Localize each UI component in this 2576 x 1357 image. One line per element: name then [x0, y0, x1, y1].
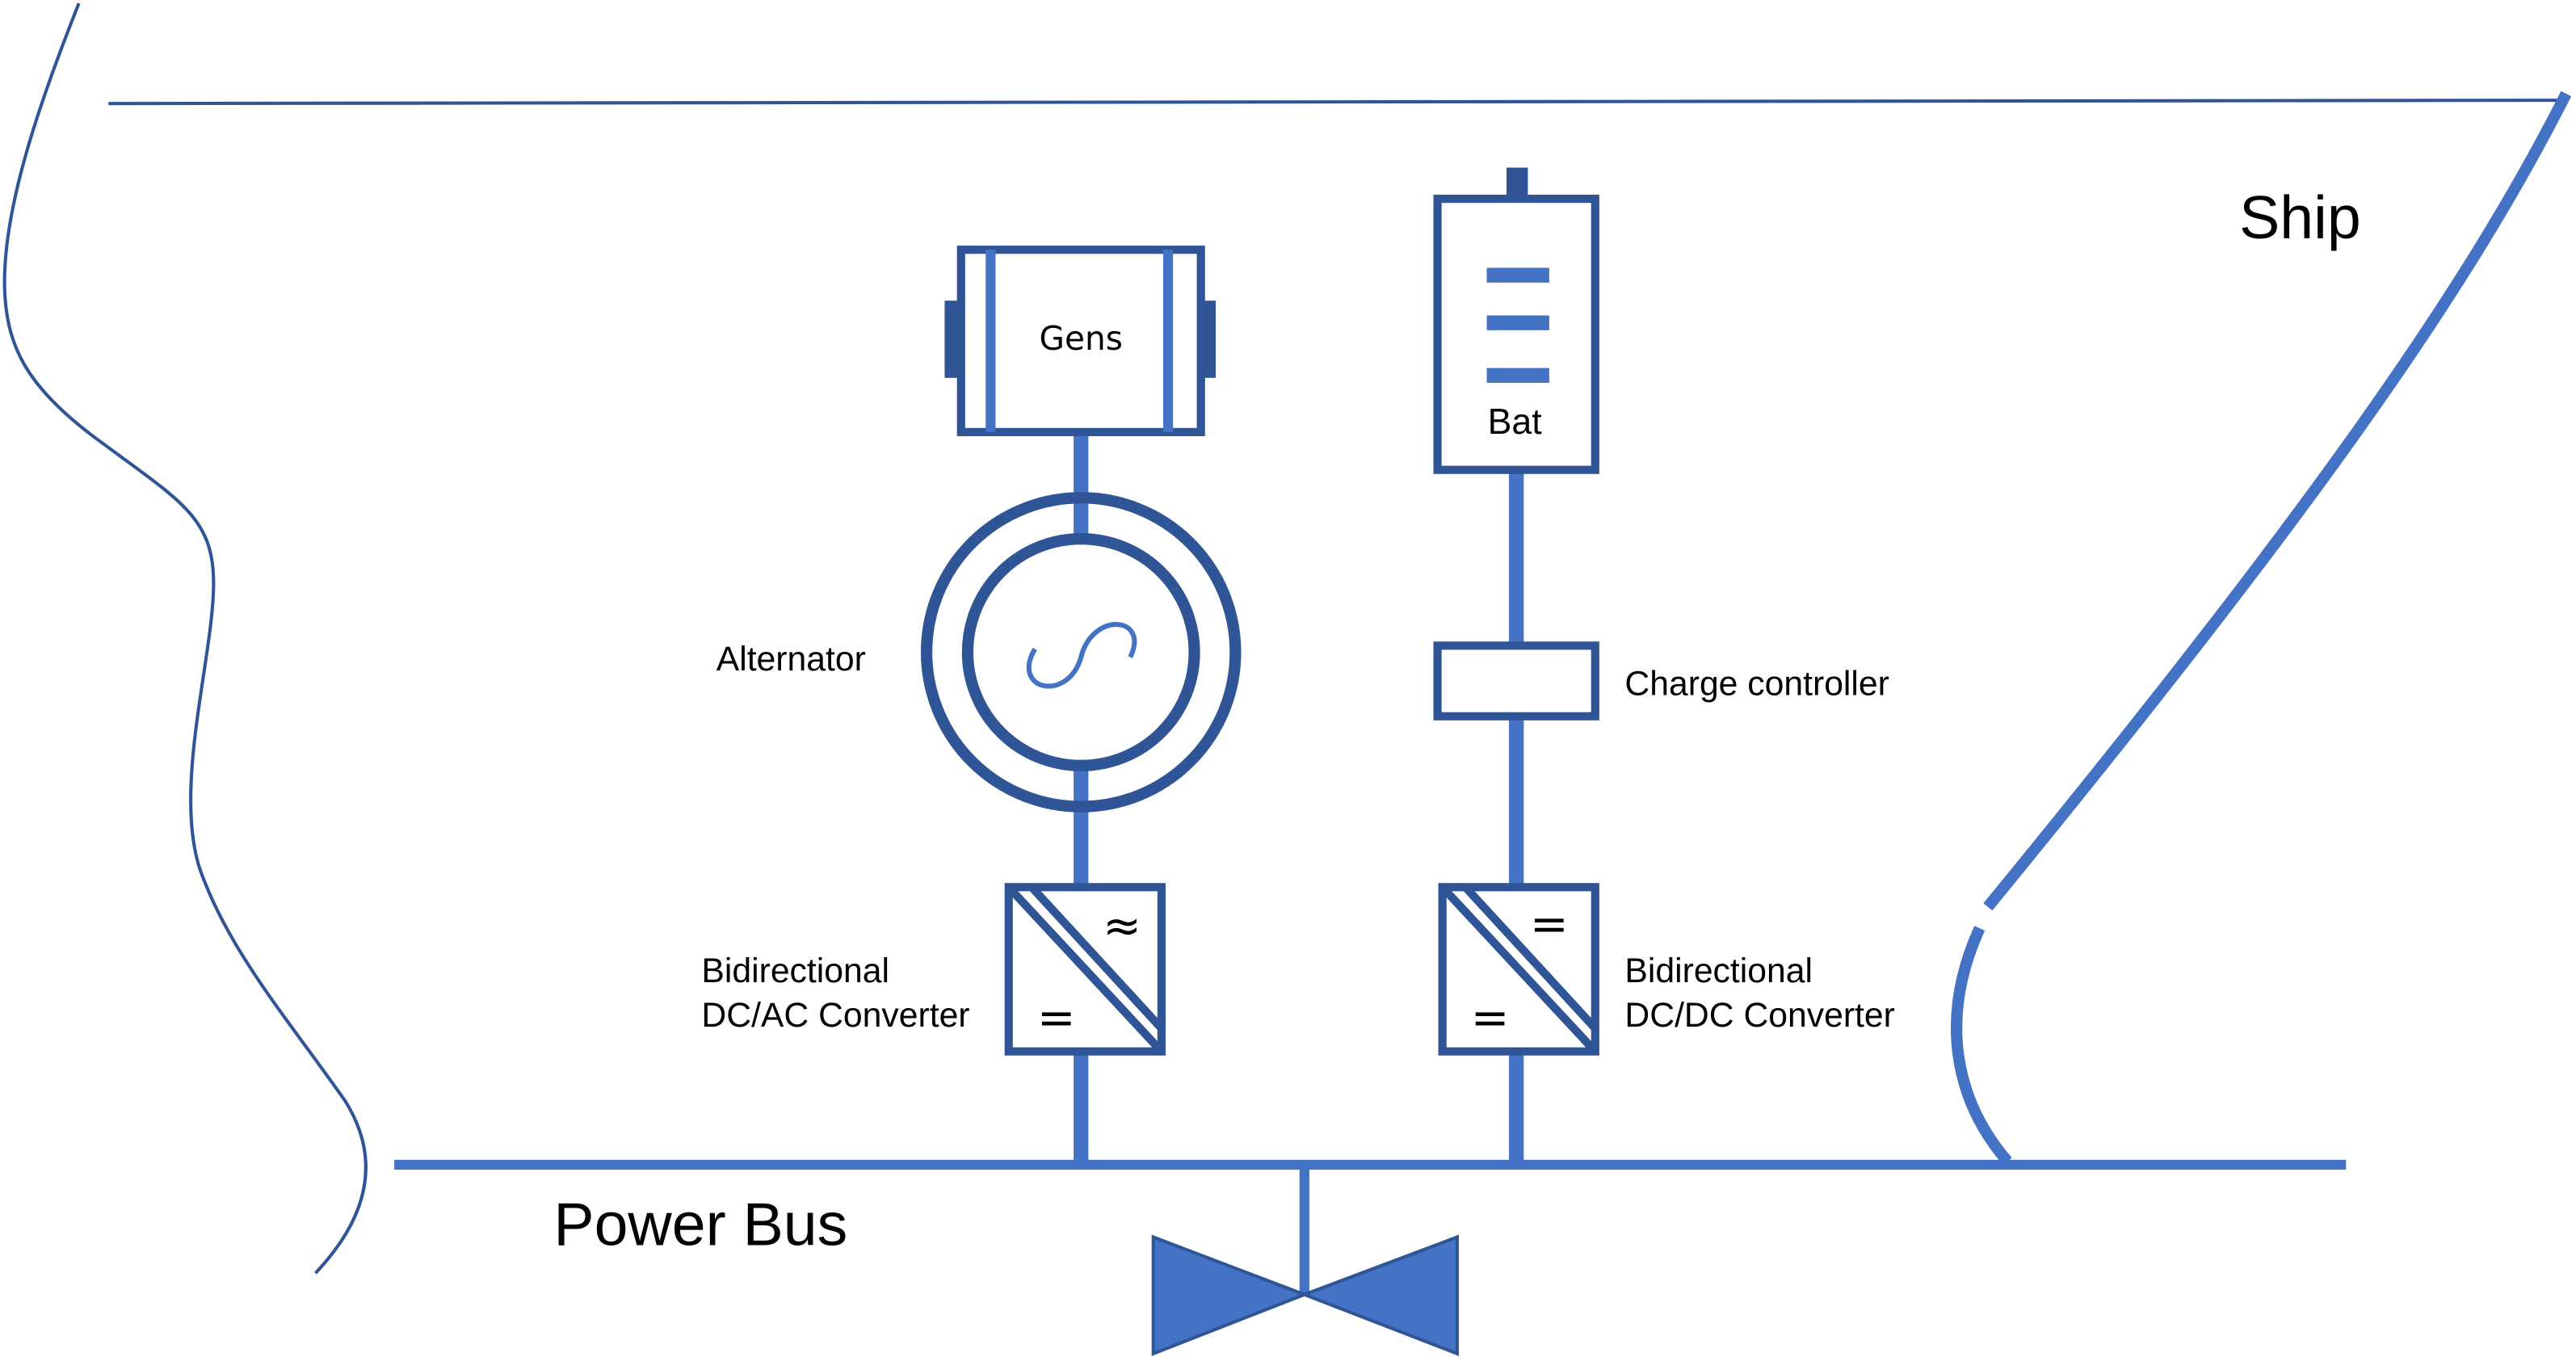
alternator-label: Alternator — [716, 640, 866, 678]
battery-label: Bat — [1488, 401, 1543, 442]
charge-controller-box — [1433, 641, 1599, 721]
dcdc-dc-symbol-bottom: = — [1471, 991, 1510, 1044]
ship-stern-outline — [2, 2, 368, 1275]
battery-cell-bar-2 — [1486, 315, 1549, 330]
alternator-outer-ring — [920, 492, 1242, 813]
power-bus-label: Power Bus — [553, 1191, 847, 1258]
dcac-label-line2: DC/AC Converter — [701, 996, 969, 1035]
charge-controller-unit: Charge controller — [1433, 641, 1889, 721]
ac-symbol: ≈ — [1103, 899, 1141, 952]
dcdc-label-line1: Bidirectional — [1624, 952, 1813, 990]
dcdc-converter: = = Bidirectional DC/DC Converter — [1438, 883, 1895, 1056]
battery-cell-bar-3 — [1486, 368, 1549, 383]
dcac-converter: ≈ = Bidirectional DC/AC Converter — [701, 883, 1166, 1056]
dcdc-diagonal-outer — [1439, 884, 1599, 1055]
battery-unit: Bat — [1433, 167, 1599, 474]
gens-unit: Gens — [944, 246, 1217, 437]
power-bus: Power Bus — [394, 1159, 2347, 1258]
ship-bulbous-bow-outline — [1951, 926, 2012, 1166]
dcdc-dc-symbol-top: = — [1530, 897, 1569, 951]
battery-cell-bar-1 — [1486, 267, 1549, 283]
sine-wave-icon — [1026, 622, 1137, 689]
gens-box — [956, 246, 1205, 437]
battery-branch: Bat Charge controller = = Bidirectional … — [1433, 167, 1895, 1166]
battery-box — [1433, 195, 1599, 474]
ship-label: Ship — [2239, 183, 2361, 251]
alternator-unit: Alternator — [716, 492, 1242, 813]
ship-hull: Ship — [2, 2, 2572, 1275]
dcdc-label-line2: DC/DC Converter — [1624, 996, 1894, 1035]
valve — [1151, 1165, 1460, 1356]
alternator-inner-ring — [961, 533, 1200, 771]
gens-label: Gens — [1040, 319, 1123, 358]
generator-branch: Gens Alternator ≈ = Bidirectional DC/AC … — [701, 246, 1242, 1166]
charge-controller-label: Charge controller — [1624, 664, 1889, 703]
ship-bow-outline — [1983, 90, 2572, 911]
dcac-label-line1: Bidirectional — [701, 952, 889, 990]
dcac-dc-symbol: = — [1037, 991, 1076, 1044]
ship-deck-line — [108, 99, 2566, 106]
dcac-diagonal-inner — [1028, 884, 1165, 1031]
valve-symbol — [1151, 1234, 1460, 1356]
dcac-diagonal-outer — [1006, 884, 1165, 1055]
dcdc-diagonal-inner — [1462, 884, 1599, 1031]
